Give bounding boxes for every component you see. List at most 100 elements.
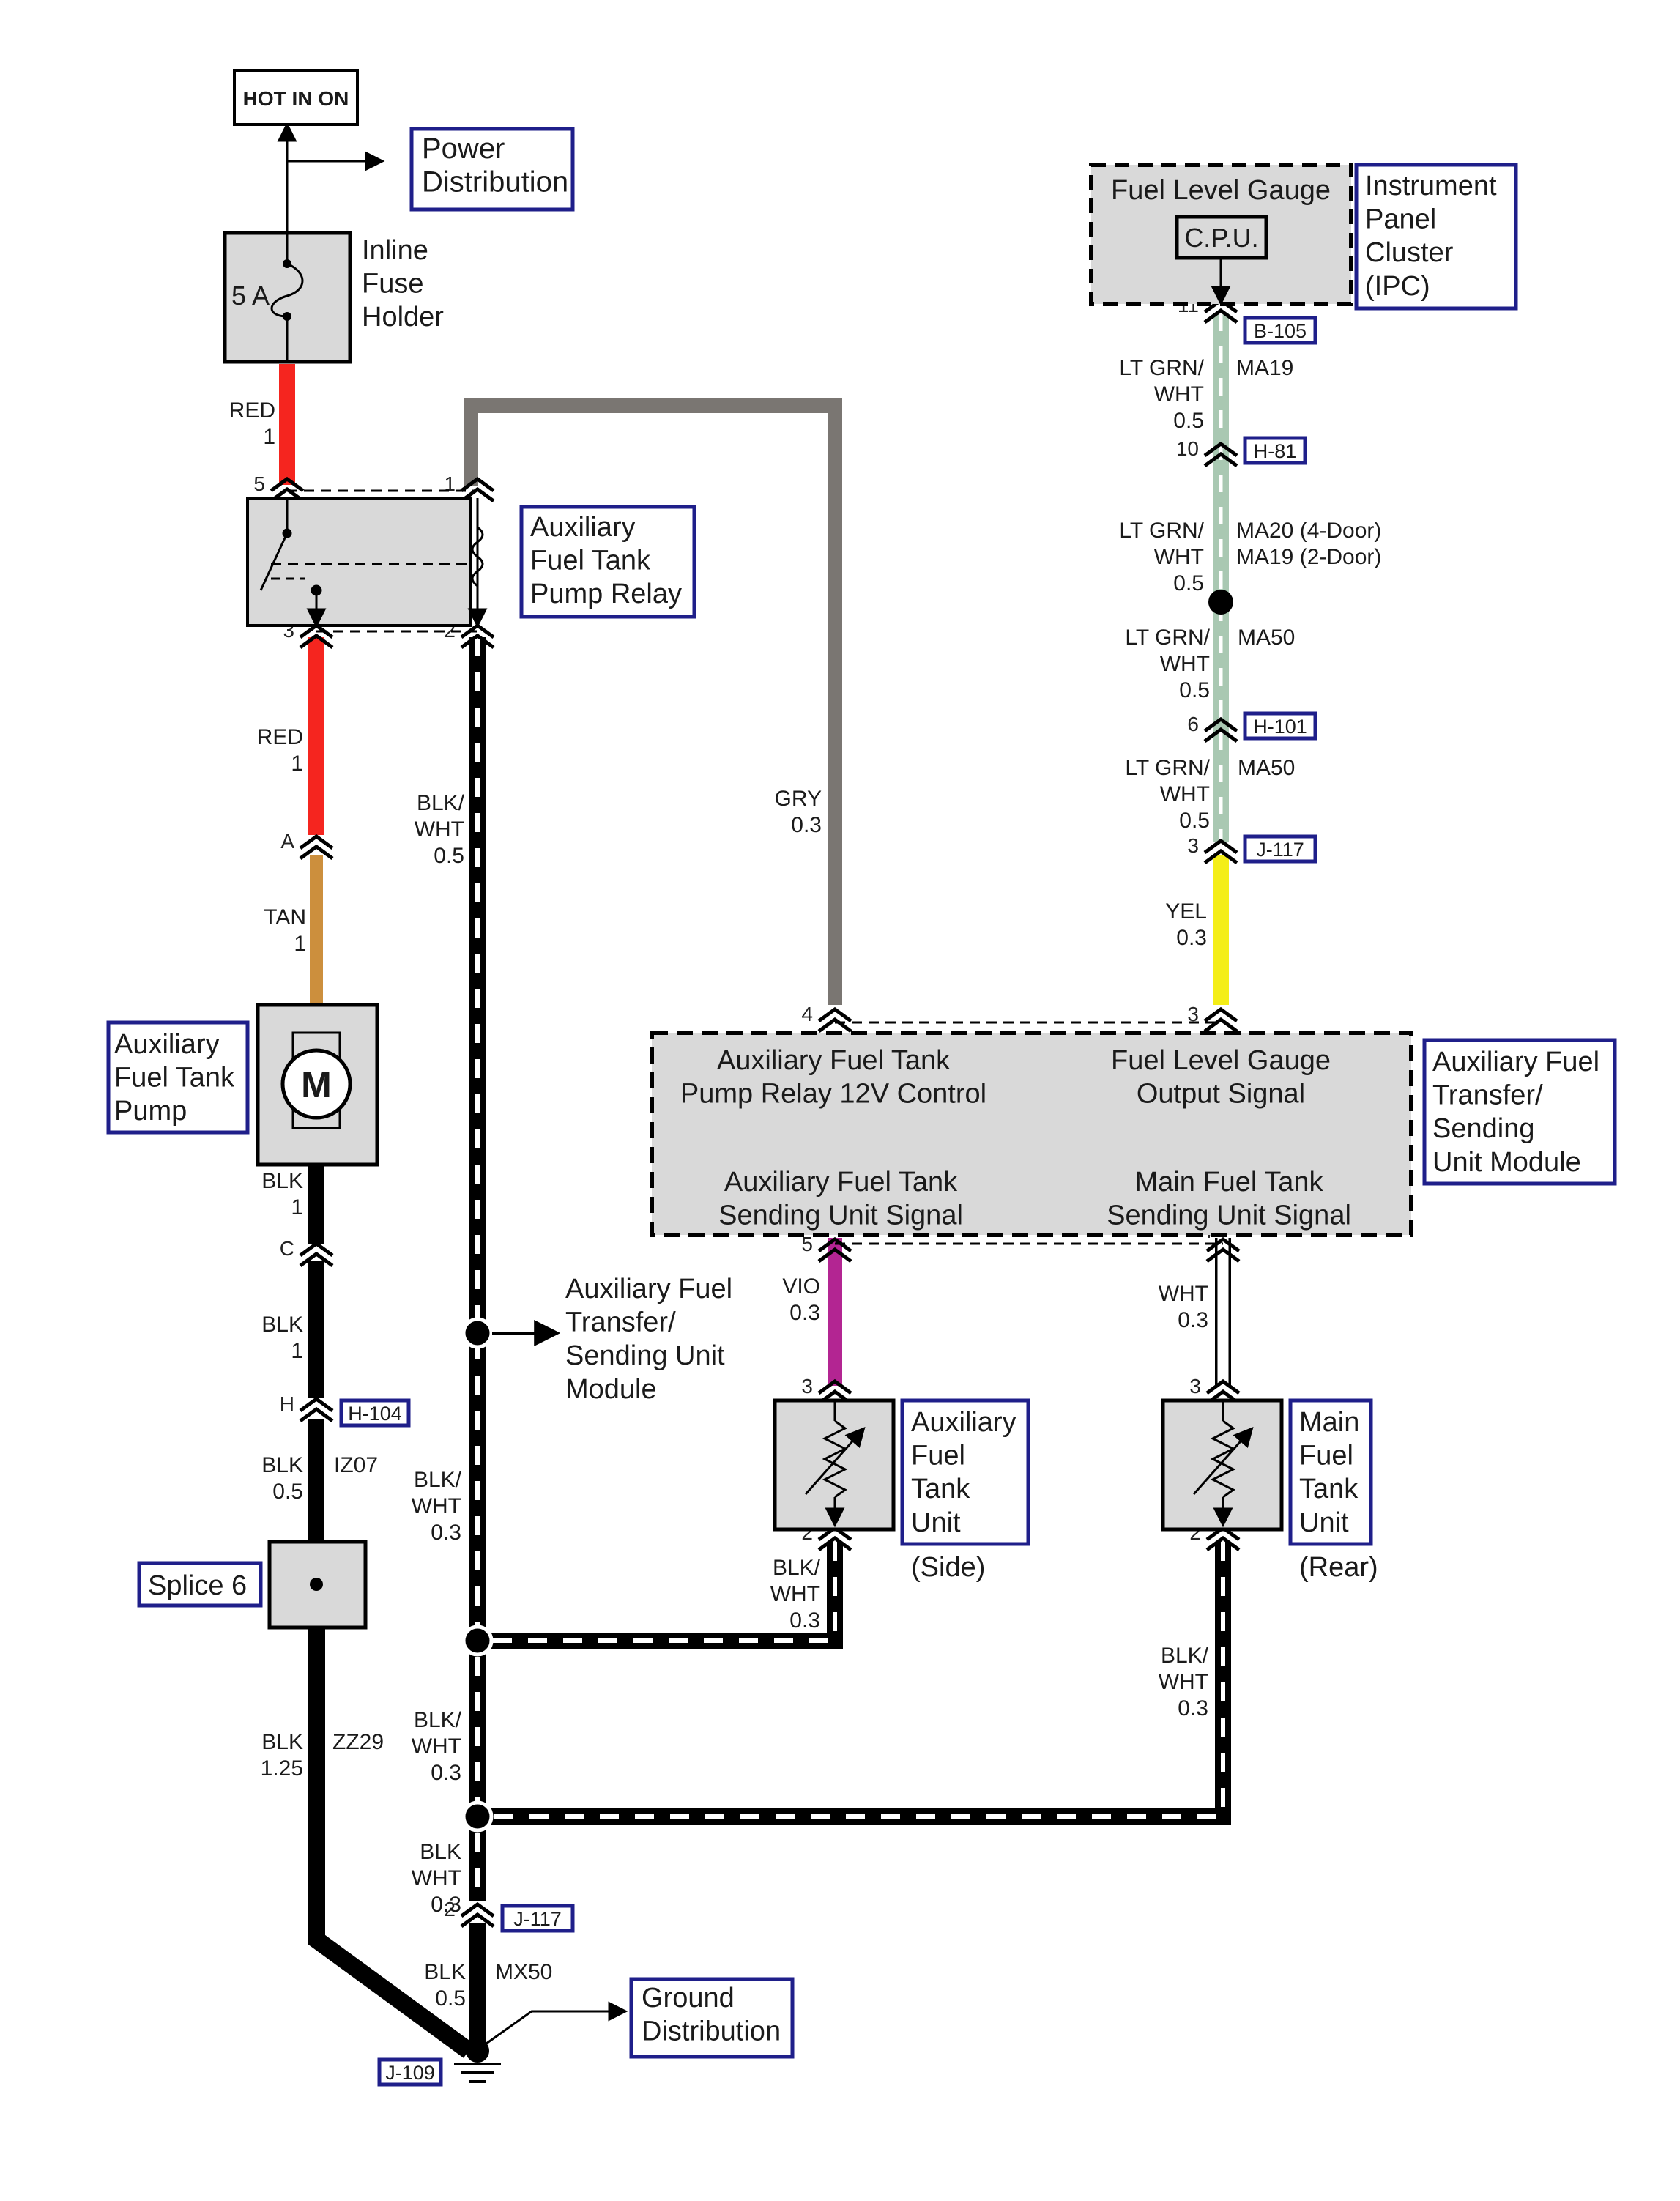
connector-h81: 10 — [1176, 437, 1238, 468]
pin-number: A — [280, 830, 294, 853]
connector-id-j117-top[interactable]: J-117 — [1243, 834, 1317, 864]
wire-label-mx50: MX50 — [495, 1960, 552, 1984]
splice-6-dot — [310, 1578, 323, 1591]
auxiliary-fuel-transfer-sending-unit-module-link[interactable] — [1422, 1038, 1617, 1186]
connector-id-label[interactable]: B-105 — [1254, 320, 1307, 342]
pin-number: H — [280, 1392, 294, 1415]
connector-id-j117-bottom[interactable]: J-117 — [500, 1904, 575, 1933]
connector-module-3: 3 — [1187, 1003, 1238, 1033]
splice-dot-module-ref — [461, 1317, 494, 1349]
relay-switch-icon — [259, 498, 488, 628]
main-sender-position: (Rear) — [1299, 1552, 1378, 1583]
connector-id-label[interactable]: H-81 — [1254, 440, 1297, 462]
connector-id-label[interactable]: J-109 — [385, 2062, 435, 2084]
ground-distribution-link[interactable] — [629, 1977, 795, 2059]
auxiliary-fuel-tank-pump-link[interactable] — [106, 1020, 250, 1135]
aux-sender-position: (Side) — [911, 1552, 985, 1583]
instrument-panel-cluster-link[interactable] — [1354, 163, 1518, 311]
connector-module-5: 5 — [801, 1233, 852, 1263]
wire-blk-wht-main — [477, 1542, 1231, 1825]
pin-number: 4 — [801, 1003, 813, 1025]
fuse-terminal-top — [283, 259, 291, 268]
wire-label-g3c: MA50 — [1238, 626, 1295, 650]
ground-callout-line — [486, 2001, 628, 2045]
connector-id-h104[interactable]: H-104 — [339, 1398, 411, 1428]
connector-j117-top: 3 — [1187, 834, 1238, 865]
wire-blk-wht-aux — [477, 1542, 843, 1649]
main-fuel-tank-unit-link[interactable] — [1288, 1398, 1373, 1546]
connector-id-label[interactable]: H-101 — [1253, 716, 1307, 738]
connector-id-label[interactable]: J-117 — [1256, 839, 1304, 861]
splice-dot-aux — [461, 1625, 494, 1657]
connector-id-label[interactable]: H-104 — [348, 1403, 402, 1425]
auxiliary-fuel-tank-unit-link[interactable] — [900, 1398, 1030, 1546]
wire-label-iz07: IZ07 — [334, 1453, 378, 1477]
link-boxes — [106, 127, 1617, 2059]
connector-id-h81[interactable]: H-81 — [1243, 436, 1307, 465]
pin-number: 6 — [1187, 713, 1199, 735]
pin-number: 3 — [1187, 834, 1199, 857]
main-sender-rheostat-icon — [1192, 1400, 1254, 1528]
cpu-label: C.P.U. — [1184, 223, 1258, 253]
connector-id-j109[interactable]: J-109 — [377, 2057, 443, 2087]
pin-number: 5 — [253, 472, 265, 495]
pin-number: 3 — [1189, 1375, 1201, 1398]
splice-6-label[interactable]: Splice 6 — [148, 1570, 247, 1601]
power-distribution-link[interactable] — [409, 127, 575, 212]
wire-black-zz29 — [308, 1627, 475, 2058]
pin-number: C — [280, 1237, 294, 1260]
pin-number: 3 — [1187, 1003, 1199, 1025]
pin-number: 3 — [801, 1375, 813, 1398]
connector-pump-c: C — [280, 1237, 334, 1268]
connector-id-b105[interactable]: B-105 — [1243, 316, 1317, 345]
auxiliary-fuel-tank-pump-relay-link[interactable] — [519, 505, 696, 619]
splice-6-link[interactable] — [137, 1561, 263, 1608]
motor-symbol: M — [301, 1064, 332, 1105]
pin-number: 2 — [444, 1898, 456, 1920]
connector-pump-a: A — [280, 830, 334, 861]
splice-dot-main — [461, 1800, 494, 1833]
hot-in-on-label: HOT IN ON — [243, 87, 349, 110]
gauge-title: Fuel Level Gauge — [1111, 175, 1331, 206]
connector-id-label[interactable]: J-117 — [513, 1908, 562, 1930]
connector-h101: 6 — [1187, 713, 1238, 743]
wire-label-g2c: MA20 (4-Door)MA19 (2-Door) — [1236, 519, 1381, 569]
connector-id-h101[interactable]: H-101 — [1243, 711, 1317, 741]
motor-icon — [280, 1048, 352, 1120]
fuse-rating: 5 A — [231, 281, 270, 311]
connector-module-4: 4 — [801, 1003, 852, 1033]
connector-h104: H — [280, 1392, 334, 1423]
